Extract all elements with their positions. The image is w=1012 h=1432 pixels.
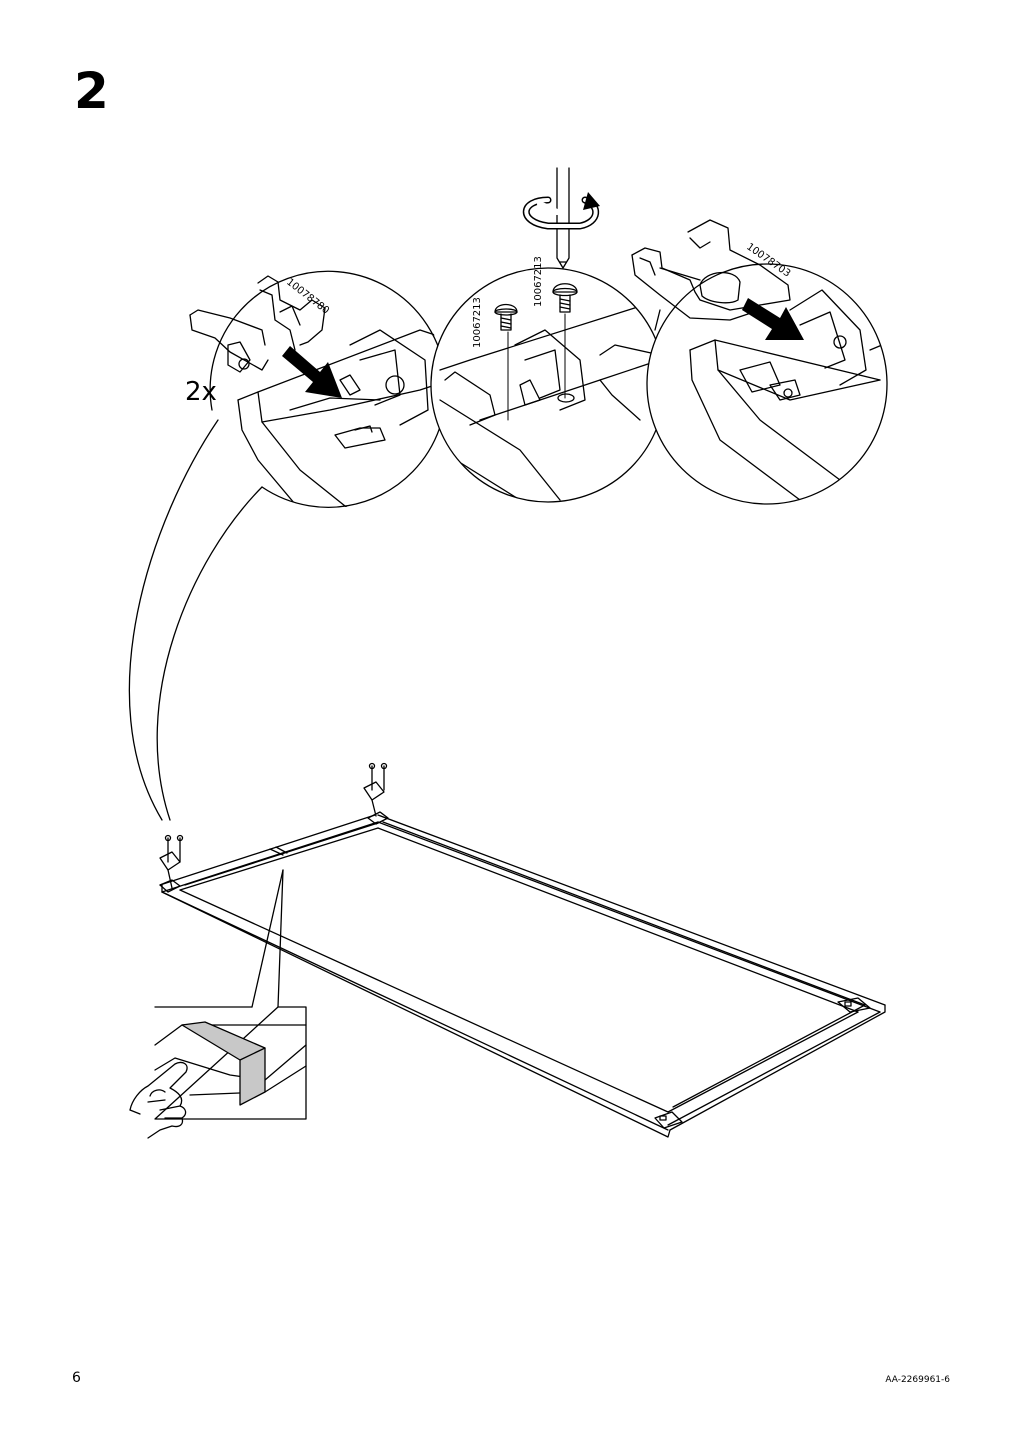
- detail-circle-middle: 10067213 10067213: [430, 167, 666, 503]
- rotate-arrow-icon: [522, 192, 600, 230]
- screw-icon: [494, 303, 518, 421]
- detail-circle-right: 10078703: [631, 219, 888, 505]
- slider-part-10078703: [631, 219, 791, 321]
- callout-leader: [128, 419, 263, 821]
- corner-screws-right: [363, 762, 388, 817]
- push-arrow-icon: [282, 346, 342, 398]
- corner-screws-left: [159, 834, 184, 889]
- detail-circle-left: 2x 10078780: [185, 270, 448, 508]
- screw-id-b: 10067213: [533, 256, 544, 307]
- pointing-hand-icon: [129, 1061, 188, 1139]
- frame-assembly: [159, 811, 886, 1138]
- quantity-label: 2x: [185, 377, 217, 407]
- part-id-10078780: 10078780: [284, 277, 331, 317]
- spacer-part-10078780: [189, 275, 326, 373]
- hex-key-icon: [556, 167, 570, 269]
- detail-box-tape: [129, 869, 307, 1139]
- screw-id-a: 10067213: [472, 297, 483, 348]
- push-arrow-icon: [742, 298, 804, 340]
- step-number: 2: [74, 62, 109, 120]
- document-code: AA-2269961-6: [885, 1375, 950, 1385]
- screw-icon: [552, 283, 578, 399]
- page-number: 6: [72, 1370, 81, 1386]
